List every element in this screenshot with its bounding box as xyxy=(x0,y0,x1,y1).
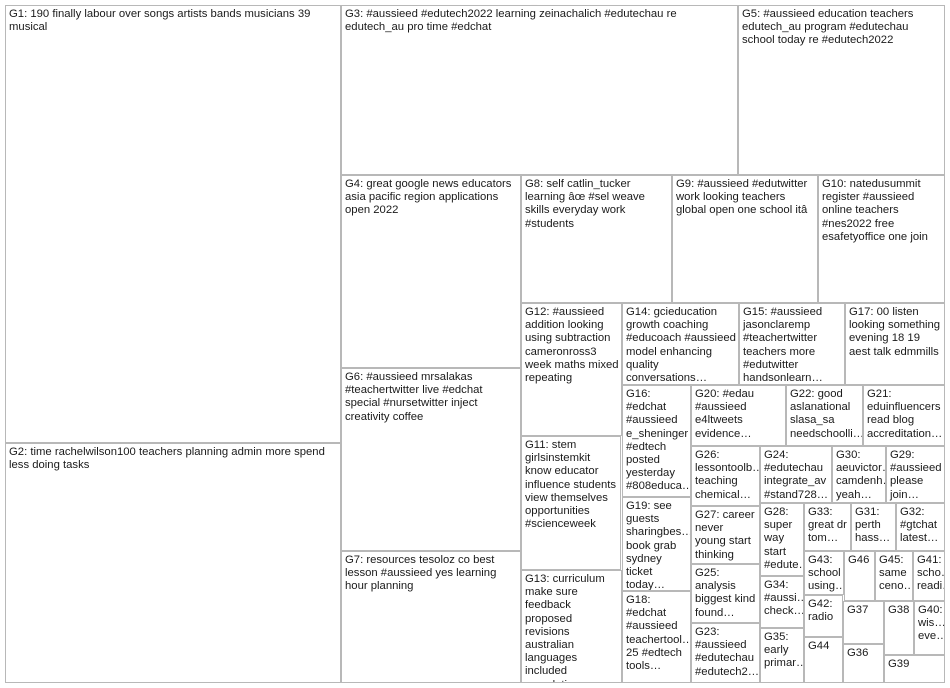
group-label-g32: G32: #gtchat latest… xyxy=(900,506,939,545)
group-label-g27: G27: career never young start thinking s… xyxy=(695,509,755,563)
group-panel-g46: G46 xyxy=(844,551,875,601)
group-panel-g39: G39 xyxy=(884,655,945,683)
group-label-g20: G20: #edau #aussieed e4ltweets evidence… xyxy=(695,388,755,440)
group-panel-g36: G36 xyxy=(843,644,884,683)
group-label-g28: G28: super way start #edute… xyxy=(764,506,803,571)
group-label-g31: G31: perth hass… xyxy=(855,506,891,545)
group-panel-g23: G23: #aussieed #edutechau #edutech2… xyxy=(691,623,760,683)
group-label-g44: G44 xyxy=(808,640,830,652)
group-label-g37: G37 xyxy=(847,604,869,616)
group-panel-g45: G45: same ceno… xyxy=(875,551,913,601)
group-panel-g18: G18: #edchat #aussieed teachertool… 25 #… xyxy=(622,591,691,683)
group-label-g23: G23: #aussieed #edutechau #edutech2… xyxy=(695,626,760,678)
group-label-g3: G3: #aussieed #edutech2022 learning zein… xyxy=(345,8,677,34)
group-panel-g28: G28: super way start #edute… xyxy=(760,503,804,576)
group-panel-g4: G4: great google news educators asia pac… xyxy=(341,175,521,368)
group-panel-g21: G21: eduinfluencers read blog accreditat… xyxy=(863,385,945,446)
group-panel-g1: G1: 190 finally labour over songs artist… xyxy=(5,5,341,443)
group-panel-g6: G6: #aussieed mrsalakas #teachertwitter … xyxy=(341,368,521,551)
group-label-g29: G29: #aussieed please join… xyxy=(890,449,942,501)
group-panel-g13: G13: curriculum make sure feedback propo… xyxy=(521,570,622,683)
group-panel-g8: G8: self catlin_tucker learning âœ #sel … xyxy=(521,175,672,303)
group-panel-g9: G9: #aussieed #edutwitter work looking t… xyxy=(672,175,818,303)
group-label-g46: G46 xyxy=(848,554,870,566)
group-label-g13: G13: curriculum make sure feedback propo… xyxy=(525,573,605,682)
group-panel-g17: G17: 00 listen looking something evening… xyxy=(845,303,945,385)
group-label-g19: G19: see guests sharingbes… book grab sy… xyxy=(626,500,691,591)
group-label-g25: G25: analysis biggest kind found… xyxy=(695,567,756,619)
group-panel-g10: G10: natedusummit register #aussieed onl… xyxy=(818,175,945,303)
group-label-g39: G39 xyxy=(888,658,910,670)
group-label-g14: G14: gcieducation growth coaching #educo… xyxy=(626,306,736,385)
group-panel-g14: G14: gcieducation growth coaching #educo… xyxy=(622,303,739,385)
group-label-g36: G36 xyxy=(847,647,869,659)
group-label-g8: G8: self catlin_tucker learning âœ #sel … xyxy=(525,178,645,230)
group-panel-g22: G22: good aslanational slasa_sa needscho… xyxy=(786,385,863,446)
group-label-g9: G9: #aussieed #edutwitter work looking t… xyxy=(676,178,808,217)
group-label-g22: G22: good aslanational slasa_sa needscho… xyxy=(790,388,863,440)
group-panel-g32: G32: #gtchat latest… xyxy=(896,503,945,551)
group-panel-g41: G41: scho… readi… xyxy=(913,551,945,601)
group-panel-g5: G5: #aussieed education teachers edutech… xyxy=(738,5,945,175)
group-label-g30: G30: aeuvictor… camdenh… yeah… xyxy=(836,449,885,501)
group-panel-g26: G26: lessontoolb… teaching chemical… xyxy=(691,446,760,506)
group-label-g15: G15: #aussieed jasonclaremp #teachertwit… xyxy=(743,306,823,385)
group-label-g45: G45: same ceno… xyxy=(879,554,913,593)
group-panel-g31: G31: perth hass… xyxy=(851,503,896,551)
group-label-g34: G34: #aussi… check… xyxy=(764,579,804,618)
group-panel-g20: G20: #edau #aussieed e4ltweets evidence… xyxy=(691,385,786,446)
group-label-g10: G10: natedusummit register #aussieed onl… xyxy=(822,178,928,243)
group-label-g41: G41: scho… readi… xyxy=(917,554,944,593)
group-panel-g7: G7: resources tesoloz co best lesson #au… xyxy=(341,551,521,683)
group-label-g5: G5: #aussieed education teachers edutech… xyxy=(742,8,914,47)
group-label-g6: G6: #aussieed mrsalakas #teachertwitter … xyxy=(345,371,483,423)
group-panel-g43: G43: school using… xyxy=(804,551,844,595)
group-label-g18: G18: #edchat #aussieed teachertool… 25 #… xyxy=(626,594,691,673)
group-label-g7: G7: resources tesoloz co best lesson #au… xyxy=(345,554,497,593)
group-panel-g34: G34: #aussi… check… xyxy=(760,576,804,628)
group-panel-g35: G35: early primar… xyxy=(760,628,804,683)
group-panel-g25: G25: analysis biggest kind found… xyxy=(691,564,760,623)
group-label-g12: G12: #aussieed addition looking using su… xyxy=(525,306,619,385)
group-panel-g16: G16: #edchat #aussieed e_sheninger #edte… xyxy=(622,385,691,497)
group-panel-g44: G44 xyxy=(804,637,843,683)
group-panel-g29: G29: #aussieed please join… xyxy=(886,446,945,503)
group-panel-g24: G24: #edutechau integrate_av #stand728… xyxy=(760,446,832,503)
group-panel-g37: G37 xyxy=(843,601,884,644)
group-panel-g38: G38 xyxy=(884,601,914,655)
group-label-g42: G42: radio xyxy=(808,598,834,624)
group-label-g21: G21: eduinfluencers read blog accreditat… xyxy=(867,388,943,440)
group-label-g2: G2: time rachelwilson100 teachers planni… xyxy=(9,446,325,472)
group-label-g24: G24: #edutechau integrate_av #stand728… xyxy=(764,449,829,501)
group-panel-g15: G15: #aussieed jasonclaremp #teachertwit… xyxy=(739,303,845,385)
group-panel-g12: G12: #aussieed addition looking using su… xyxy=(521,303,622,436)
group-label-g40: G40: wis… eve… xyxy=(918,604,945,643)
group-label-g43: G43: school using… xyxy=(808,554,844,593)
group-panel-g19: G19: see guests sharingbes… book grab sy… xyxy=(622,497,691,591)
group-label-g33: G33: great dr tom… xyxy=(808,506,847,545)
group-label-g11: G11: stem girlsinstemkit know educator i… xyxy=(525,439,617,531)
group-panel-g40: G40: wis… eve… xyxy=(914,601,945,655)
group-label-g38: G38 xyxy=(888,604,910,616)
group-panel-g11: G11: stem girlsinstemkit know educator i… xyxy=(521,436,621,570)
group-panel-g33: G33: great dr tom… xyxy=(804,503,851,551)
group-panel-g27: G27: career never young start thinking s… xyxy=(691,506,760,564)
group-label-g26: G26: lessontoolb… teaching chemical… xyxy=(695,449,760,501)
group-label-g17: G17: 00 listen looking something evening… xyxy=(849,306,941,358)
group-label-g35: G35: early primar… xyxy=(764,631,804,670)
group-panel-g30: G30: aeuvictor… camdenh… yeah… xyxy=(832,446,886,503)
group-label-g4: G4: great google news educators asia pac… xyxy=(345,178,512,217)
group-label-g16: G16: #edchat #aussieed e_sheninger #edte… xyxy=(626,388,691,493)
group-panel-g42: G42: radio xyxy=(804,595,843,637)
group-panel-g3: G3: #aussieed #edutech2022 learning zein… xyxy=(341,5,738,175)
group-panel-g2: G2: time rachelwilson100 teachers planni… xyxy=(5,443,341,683)
group-label-g1: G1: 190 finally labour over songs artist… xyxy=(9,8,311,34)
